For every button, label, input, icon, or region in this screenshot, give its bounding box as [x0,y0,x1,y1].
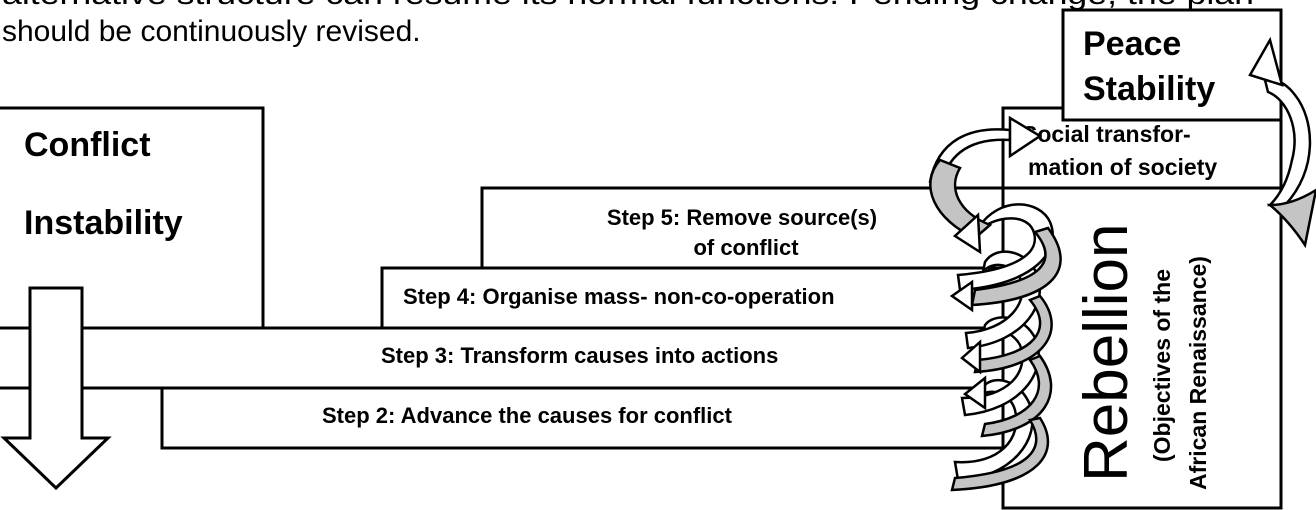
rebellion-label: Rebellion [1072,223,1141,482]
conflict-label: Conflict [24,126,151,164]
arrowhead-step-3-icon [960,339,982,375]
step-2-box [160,386,1006,450]
step-5-label-line-1: Step 5: Remove source(s) [607,205,877,230]
arrowhead-social-icon [1008,115,1043,159]
paragraph-line-2: should be continuously revised. [2,15,421,48]
down-arrow-icon [0,286,112,491]
arrowhead-peace-icon [1248,36,1284,87]
paragraph-line-1: alternative structure can resume its nor… [2,0,1254,11]
arrowhead-step-5-icon [952,212,982,255]
step-3-box [0,326,1006,390]
peace-stability-box [1061,8,1283,122]
social-transformation-line-1: Social transfor- [1022,121,1191,147]
stability-label: Stability [1083,70,1215,108]
objectives-label-line-2: African Renaissance) [1185,256,1211,490]
step-2-label: Step 2: Advance the causes for conflict [322,403,733,428]
instability-label: Instability [24,204,183,242]
step-5-label-line-2: of conflict [693,235,799,260]
spiral-arrow-icon [928,36,1316,492]
step-3-label: Step 3: Transform causes into actions [381,343,778,368]
social-transformation-line-2: mation of society [1028,154,1217,180]
step-4-label: Step 4: Organise mass- non-co-operation [403,284,835,309]
arrowhead-step-4-icon [949,279,974,313]
objectives-label-line-1: (Objectives of the [1149,269,1175,462]
arrowhead-step-2-icon [962,375,987,411]
peace-label: Peace [1083,25,1181,63]
